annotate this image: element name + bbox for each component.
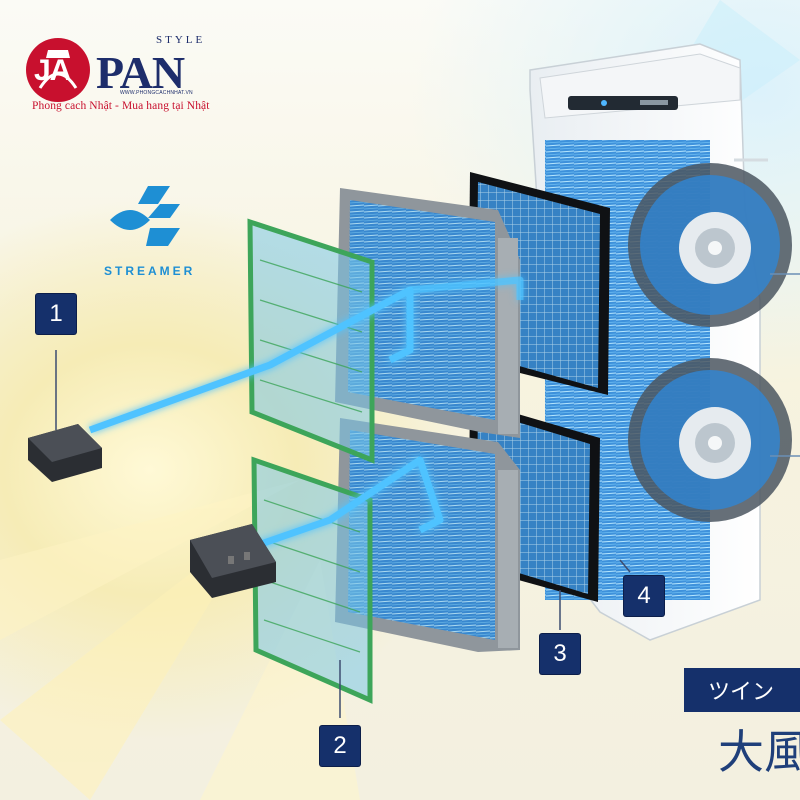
badge-2: 2	[320, 726, 360, 766]
streamer-label: STREAMER	[104, 264, 195, 278]
logo-tagline: Phong cach Nhật - Mua hang tại Nhật	[32, 100, 210, 112]
feature-headline: 大風	[718, 716, 800, 782]
feature-caption-label: ツイン	[684, 668, 800, 712]
logo-url: WWW.PHONGCACHNHAT.VN	[120, 90, 193, 96]
badge-3: 3	[540, 634, 580, 674]
upper-fan	[628, 163, 792, 327]
logo-letters-left: JA	[34, 54, 70, 88]
badge-4: 4	[624, 576, 664, 616]
streamer-logo-icon	[110, 186, 180, 246]
badge-1: 1	[36, 294, 76, 334]
logo-style-word: STYLE	[156, 34, 205, 46]
lower-fan	[628, 358, 792, 522]
streamer-unit-upper	[28, 424, 102, 482]
